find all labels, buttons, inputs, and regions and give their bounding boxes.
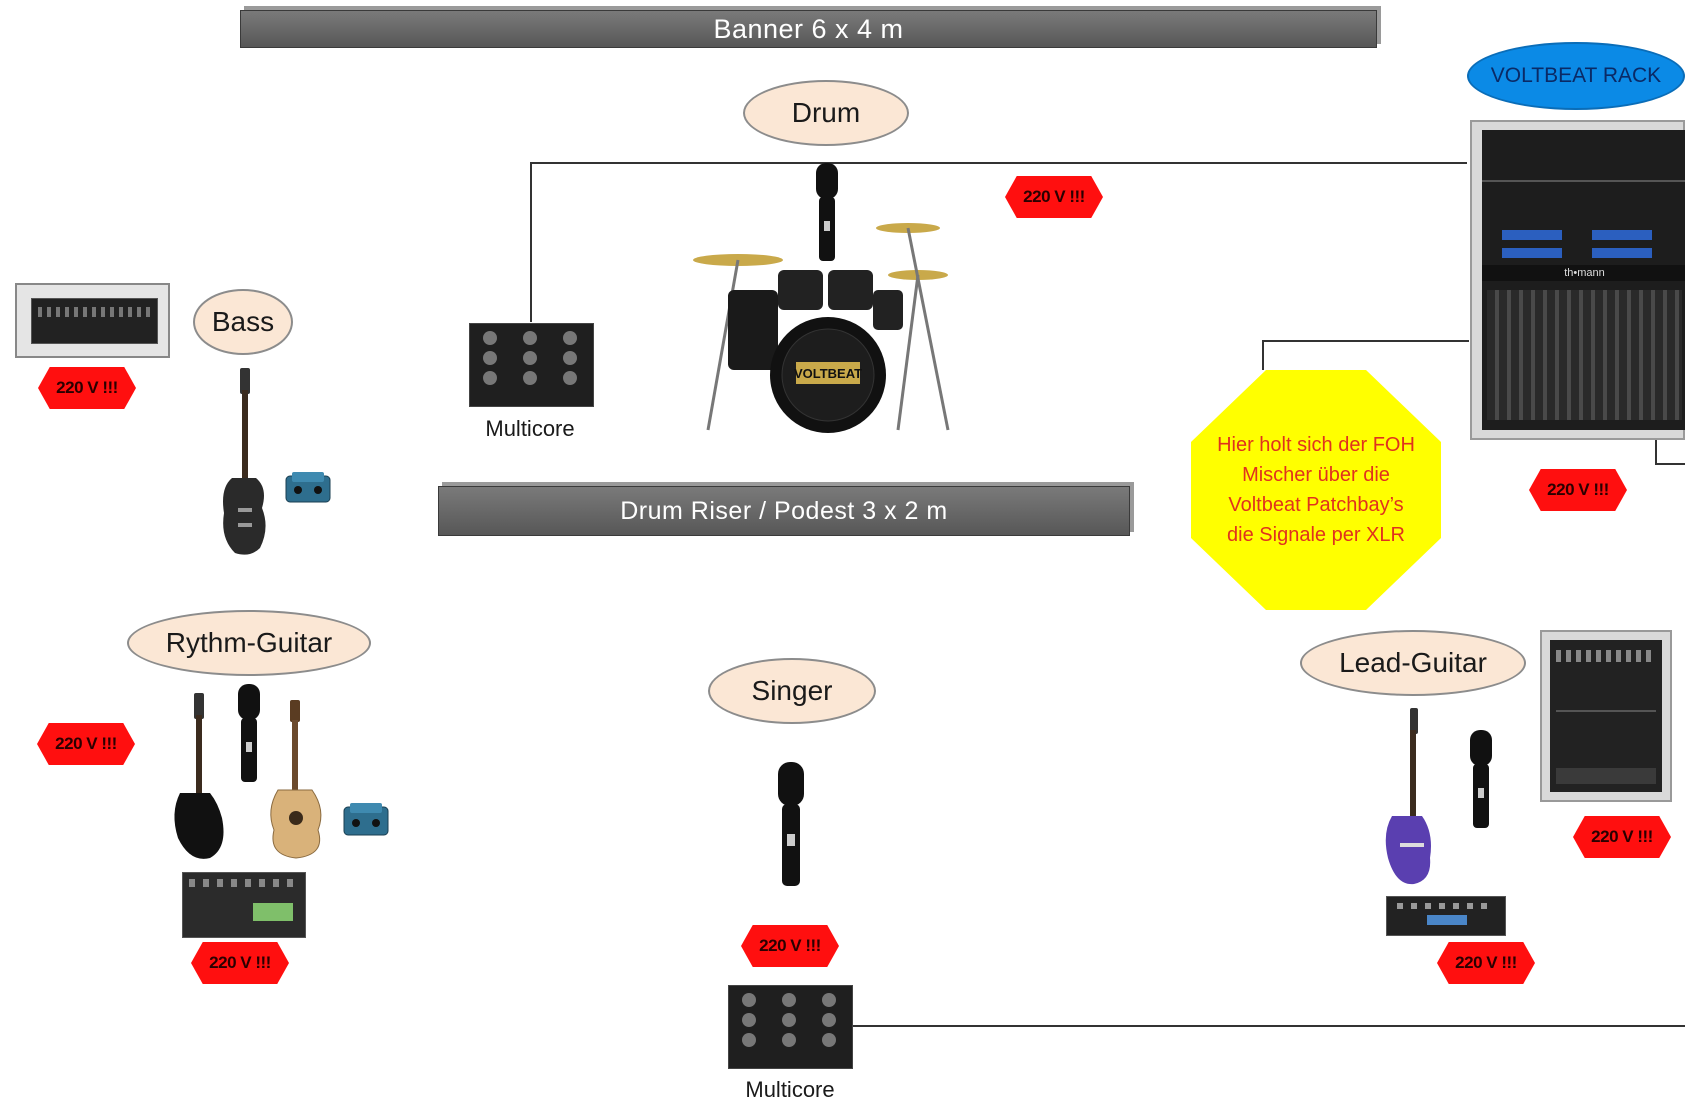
cable-rack-right-h: [1655, 463, 1685, 465]
xlr-sockets-icon: [742, 993, 836, 1047]
lead-guitar-rack: [1540, 630, 1672, 802]
acoustic-guitar-icon: [270, 700, 322, 859]
cable-drum-left-drop: [530, 162, 532, 322]
cable-bottom: [850, 1025, 1685, 1027]
cable-note-top: [1262, 340, 1469, 342]
drum-microphone-icon: [816, 163, 838, 261]
lead-effects-board: [1386, 896, 1506, 936]
cable-rack-right: [1655, 440, 1657, 465]
xlr-sockets-icon: [483, 331, 577, 385]
label-rhythm-guitar: Rythm-Guitar: [127, 610, 371, 676]
multicore-drum: [469, 323, 594, 407]
bass-amp-head: [15, 283, 170, 358]
di-box-bass-icon: [285, 472, 331, 503]
power-badge-rhythm-floor: 220 V !!!: [191, 942, 289, 984]
power-badge-lead-rack: 220 V !!!: [1573, 816, 1671, 858]
label-voltbeat-rack: VOLTBEAT RACK: [1467, 42, 1685, 110]
rhythm-effects-board: [182, 872, 306, 938]
drum-kit-icon: VOLTBEAT: [693, 223, 950, 433]
power-badge-rack: 220 V !!!: [1529, 469, 1627, 511]
electric-guitar-icon: [174, 693, 224, 859]
multicore-singer: [728, 985, 853, 1069]
drum-riser: Drum Riser / Podest 3 x 2 m: [438, 486, 1130, 536]
multicore-label-drum: Multicore: [485, 416, 575, 441]
label-lead-guitar: Lead-Guitar: [1300, 630, 1526, 696]
cable-note-drop: [1262, 340, 1264, 370]
di-box-rhythm-icon: [343, 803, 389, 836]
label-singer: Singer: [708, 658, 876, 724]
bass-guitar-icon: [223, 368, 266, 555]
singer-microphone-icon: [778, 762, 804, 886]
label-drum: Drum: [743, 80, 909, 146]
banner-top: Banner 6 x 4 m: [240, 10, 1377, 48]
rack-brand: th•mann: [1482, 265, 1685, 281]
lead-microphone-icon: [1470, 730, 1492, 828]
cable-drum-top: [530, 162, 1467, 164]
voltbeat-rack: th•mann: [1470, 120, 1685, 440]
drum-logo: VOLTBEAT: [794, 366, 862, 381]
foh-note: Hier holt sich der FOH Mischer über die …: [1191, 370, 1441, 610]
power-badge-drum: 220 V !!!: [1005, 176, 1103, 218]
multicore-label-singer: Multicore: [745, 1077, 835, 1102]
power-badge-singer: 220 V !!!: [741, 925, 839, 967]
rhythm-microphone-icon: [238, 684, 260, 782]
lead-guitar-icon: [1385, 708, 1431, 885]
power-badge-lead-floor: 220 V !!!: [1437, 942, 1535, 984]
power-badge-rhythm: 220 V !!!: [37, 723, 135, 765]
label-bass: Bass: [193, 289, 293, 355]
power-badge-bass: 220 V !!!: [38, 367, 136, 409]
